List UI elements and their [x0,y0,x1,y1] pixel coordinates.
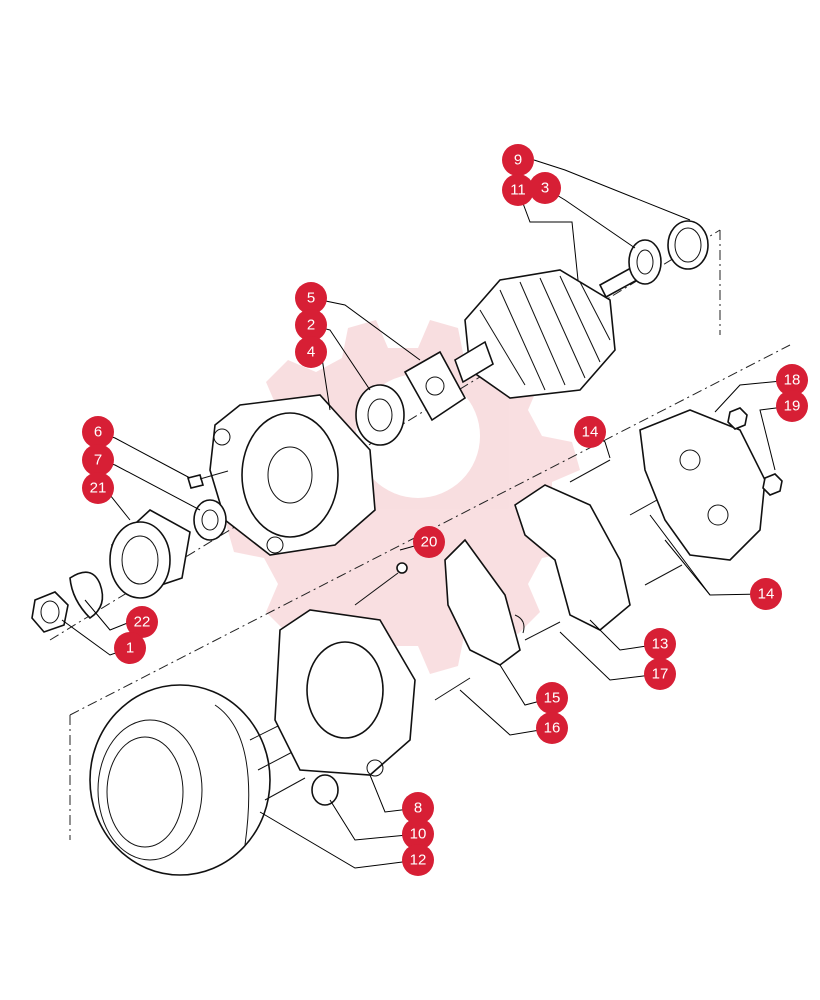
svg-text:3: 3 [541,180,549,197]
callout-2[interactable]: 2 [295,309,327,341]
callout-19[interactable]: 19 [776,390,808,422]
svg-text:20: 20 [421,534,438,551]
svg-text:14: 14 [582,424,599,441]
svg-text:12: 12 [410,852,427,869]
rotor-assembly [454,261,648,399]
callout-16[interactable]: 16 [536,712,568,744]
pulley-21 [109,509,191,599]
callout-6[interactable]: 6 [82,416,114,448]
svg-text:16: 16 [544,720,561,737]
rear-cover-8 [274,609,416,777]
nuts-19 [727,407,783,496]
callout-20[interactable]: 20 [413,526,445,558]
regulator-15 [444,538,525,666]
sleeve-10 [311,774,339,806]
svg-text:7: 7 [94,452,102,469]
callout-21[interactable]: 21 [82,472,114,504]
callout-17[interactable]: 17 [644,658,676,690]
retainer-plate-5 [403,350,467,422]
svg-text:14: 14 [758,586,775,603]
screw-17 [524,621,561,641]
screw-6 [186,470,229,489]
end-cap-18 [639,409,766,561]
svg-text:13: 13 [652,636,669,653]
screw-16 [434,677,471,701]
svg-text:18: 18 [784,372,801,389]
svg-text:21: 21 [90,480,107,497]
callout-4[interactable]: 4 [295,336,327,368]
svg-text:10: 10 [410,826,427,843]
callout-1[interactable]: 1 [114,632,146,664]
callout-15[interactable]: 15 [536,682,568,714]
callout-11[interactable]: 11 [502,174,534,206]
callout-5[interactable]: 5 [295,282,327,314]
nut-1 [31,591,69,633]
svg-text:1: 1 [126,640,134,657]
rectifier-13 [514,484,631,631]
bearing-3 [628,239,662,285]
callout-14-top[interactable]: 14 [574,416,606,448]
bearing-2 [355,384,405,446]
callout-12[interactable]: 12 [402,844,434,876]
front-housing-4 [209,394,376,556]
washer-22 [69,571,104,620]
svg-text:19: 19 [784,398,801,415]
callout-18[interactable]: 18 [776,364,808,396]
svg-text:8: 8 [414,800,422,817]
callout-3[interactable]: 3 [529,172,561,204]
stator-housing-12 [89,684,271,876]
svg-text:22: 22 [134,614,151,631]
callout-10[interactable]: 10 [402,818,434,850]
svg-text:6: 6 [94,424,102,441]
callout-7[interactable]: 7 [82,444,114,476]
svg-text:15: 15 [544,690,561,707]
bolt-20 [354,562,408,606]
svg-text:9: 9 [514,152,522,169]
callout-8[interactable]: 8 [402,792,434,824]
callout-14-bottom[interactable]: 14 [750,578,782,610]
svg-text:4: 4 [307,344,315,361]
svg-text:17: 17 [652,666,669,683]
svg-text:11: 11 [510,182,526,199]
spacer-7 [193,499,227,541]
callout-9[interactable]: 9 [502,144,534,176]
svg-text:5: 5 [307,290,315,307]
callouts: 9 11 3 5 2 4 6 7 21 22 1 20 14 14 18 19 … [82,144,808,876]
svg-text:2: 2 [307,317,315,334]
ring-9 [667,220,709,270]
callout-13[interactable]: 13 [644,628,676,660]
callout-22[interactable]: 22 [126,606,158,638]
